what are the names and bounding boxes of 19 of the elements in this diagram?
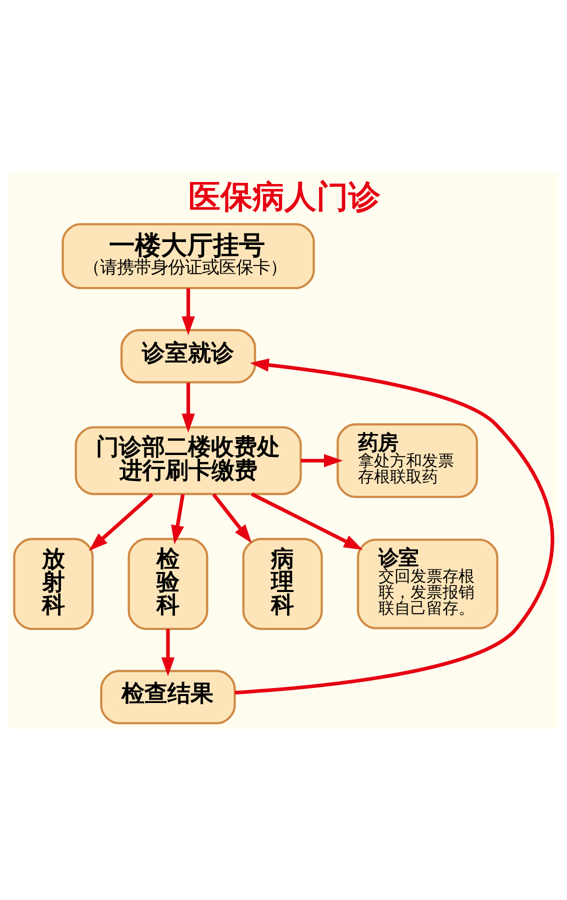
node-box: 病理科 (242, 537, 323, 630)
arrow (182, 382, 195, 432)
node-box: 门诊部二楼收费处进行刷卡缴费 (74, 426, 302, 495)
node-box: 诊室 交回发票存根联，发票报销联自己留存。 (356, 538, 498, 629)
arrow (161, 628, 175, 676)
arrow (234, 358, 554, 694)
node-box: 一楼大厅挂号 （请携带身份证或医保卡） (62, 222, 315, 289)
node-box: 检验科 (128, 537, 208, 630)
arrow (250, 492, 363, 550)
node-box: 检查结果 (100, 669, 236, 724)
diagram-title: 医保病人门诊 (188, 177, 380, 216)
arrow (171, 494, 185, 544)
arrow (300, 454, 343, 467)
arrow (88, 492, 154, 550)
node-box: 放射科 (13, 537, 94, 630)
node-box: 诊室就诊 (120, 328, 256, 383)
arrow (212, 492, 252, 543)
node-box: 药房 拿处方和发票存根联取药 (336, 422, 478, 498)
arrow (182, 288, 195, 335)
